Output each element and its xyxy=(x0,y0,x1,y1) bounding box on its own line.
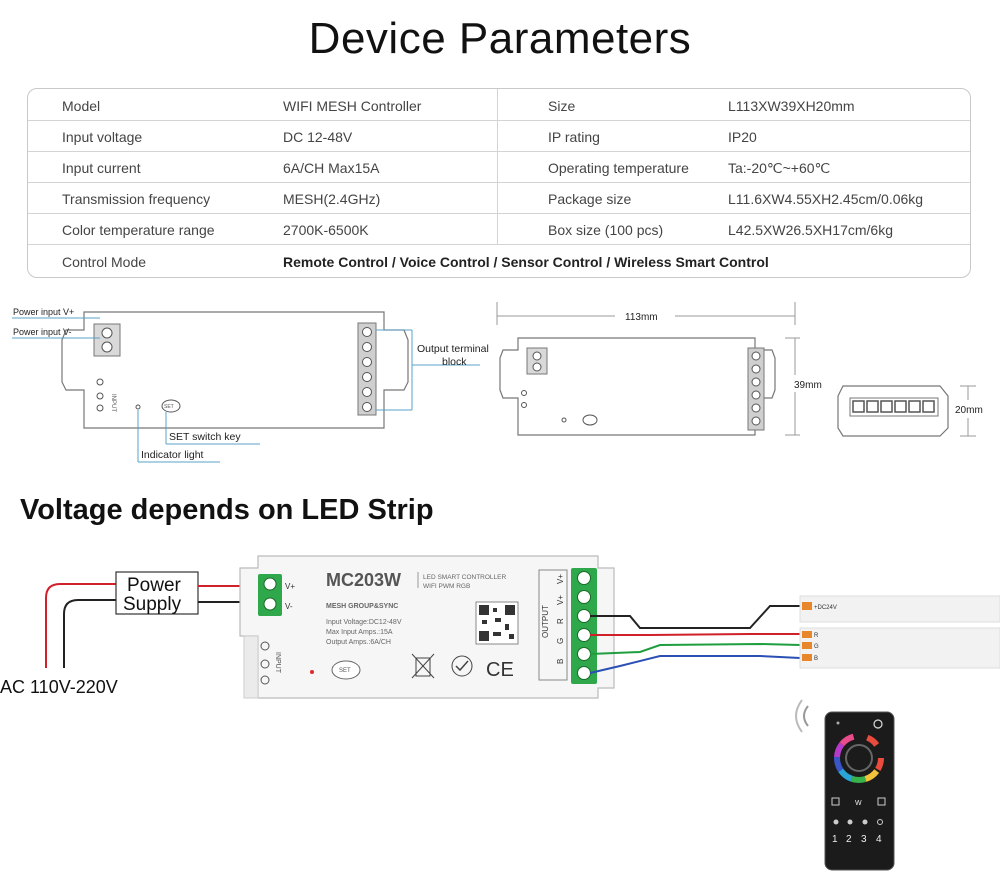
terminal-label: V+ xyxy=(556,574,565,584)
input-side-label: INPUT xyxy=(274,652,281,674)
spec-line-1: Input Voltage:DC12-48V xyxy=(326,619,402,626)
controller-device: V+ V- MC203W LED SMART CONTROLLER WIFI P… xyxy=(239,555,615,699)
product-line-1: LED SMART CONTROLLER xyxy=(423,574,507,581)
width-dimension: 39mm xyxy=(794,380,822,391)
ac-wire-red xyxy=(45,583,118,668)
remote-key-1: 1 xyxy=(832,834,838,845)
table-row: Input current 6A/CH Max15A Operating tem… xyxy=(28,151,970,183)
spec-label: Color temperature range xyxy=(62,222,215,238)
indicator-light-label: Indicator light xyxy=(141,449,204,461)
mesh-label: MESH GROUP&SYNC xyxy=(326,603,398,610)
spec-value: MESH(2.4GHz) xyxy=(283,191,381,207)
strip-r-label: R xyxy=(814,633,819,639)
power-supply-label-1: Power xyxy=(127,575,182,596)
table-row: Model WIFI MESH Controller Size L113XW39… xyxy=(28,89,970,121)
spec-value: L113XW39XH20mm xyxy=(728,98,855,114)
terminal-label: V+ xyxy=(556,595,565,605)
device-dimension-view: 113mm 39mm xyxy=(496,302,822,436)
ce-mark: CE xyxy=(486,659,514,681)
table-row: Input voltage DC 12-48V IP rating IP20 xyxy=(28,120,970,152)
spec-value: 6A/CH Max15A xyxy=(283,160,380,176)
remote-control: W 1 2 3 4 xyxy=(795,699,895,871)
spec-label: Transmission frequency xyxy=(62,191,211,207)
product-line-2: WIFI PWM RGB xyxy=(423,583,470,590)
vminus-label: V- xyxy=(285,602,293,611)
spec-label: Package size xyxy=(548,191,632,207)
table-divider xyxy=(497,89,498,245)
power-icon xyxy=(873,719,883,729)
table-row: Control Mode Remote Control / Voice Cont… xyxy=(28,245,970,276)
spec-label: Size xyxy=(548,98,576,114)
spec-value: IP20 xyxy=(728,129,757,145)
spec-label: Input current xyxy=(62,160,141,176)
output-label: OUTPUT xyxy=(541,605,550,638)
spec-line-3: Output Amps.:6A/CH xyxy=(326,639,391,646)
strip-dc-label: +DC24V xyxy=(814,605,837,611)
height-dimension: 20mm xyxy=(955,405,983,416)
spec-value: Remote Control / Voice Control / Sensor … xyxy=(283,254,769,270)
spec-value: L11.6XW4.55XH2.45cm/0.06kg xyxy=(728,191,924,207)
spec-value: DC 12-48V xyxy=(283,129,353,145)
set-label: SET xyxy=(164,404,174,410)
vplus-label: V+ xyxy=(285,582,295,591)
spec-label: Input voltage xyxy=(62,129,143,145)
set-button-label: SET xyxy=(339,668,351,674)
spec-label: Control Mode xyxy=(62,254,147,270)
spec-value: Ta:-20℃~+60℃ xyxy=(728,160,831,176)
spec-value: L42.5XW26.5XH17cm/6kg xyxy=(728,222,893,238)
table-row: Transmission frequency MESH(2.4GHz) Pack… xyxy=(28,182,970,214)
section-heading: Voltage depends on LED Strip xyxy=(20,494,434,526)
spec-value: WIFI MESH Controller xyxy=(283,98,422,114)
rohs-icon xyxy=(451,655,473,677)
spec-label: Model xyxy=(62,98,101,114)
spec-label: IP rating xyxy=(548,129,600,145)
power-input-vplus-label: Power input V+ xyxy=(13,307,74,317)
page-title: Device Parameters xyxy=(308,14,692,63)
spec-label: Box size (100 pcs) xyxy=(548,222,664,238)
device-side-view: 20mm xyxy=(837,385,983,437)
power-supply-label-2: Supply xyxy=(123,594,182,615)
power-supply-box xyxy=(115,571,199,615)
led-strip-bottom xyxy=(799,627,1000,669)
ac-wire-black xyxy=(63,599,118,668)
output-terminal-label: Output terminal xyxy=(417,343,489,355)
ac-label: AC 110V-220V xyxy=(0,677,118,697)
led-strip-top xyxy=(799,595,1000,623)
spec-table: Model WIFI MESH Controller Size L113XW39… xyxy=(27,88,971,278)
strip-b-label: B xyxy=(814,656,818,662)
color-wheel-icon xyxy=(834,733,884,783)
recycle-bin-icon xyxy=(411,653,435,679)
spec-value: 2700K-6500K xyxy=(283,222,369,238)
dimension-diagram: INPUT SET Power input V+ Power input V- … xyxy=(12,302,983,463)
input-label: INPUT xyxy=(110,394,116,412)
qr-code-icon xyxy=(475,601,519,645)
device-top-view: INPUT SET xyxy=(61,311,409,429)
terminal-label: G xyxy=(556,638,565,644)
model-label: MC203W xyxy=(326,570,401,590)
length-dimension: 113mm xyxy=(625,312,658,323)
output-terminal-label-2: block xyxy=(442,356,467,368)
table-row: Color temperature range 2700K-6500K Box … xyxy=(28,213,970,245)
strip-g-label: G xyxy=(814,644,819,650)
terminal-label: B xyxy=(556,659,565,664)
remote-key-2: 2 xyxy=(846,834,852,845)
remote-key-3: 3 xyxy=(861,834,867,845)
remote-key-4: 4 xyxy=(876,834,882,845)
terminal-label: R xyxy=(556,618,565,624)
indicator-led xyxy=(310,670,314,674)
set-switch-key-label: SET switch key xyxy=(169,431,241,443)
remote-w-label: W xyxy=(855,800,862,807)
power-input-vminus-label: Power input V- xyxy=(13,327,72,337)
wiring-diagram: AC 110V-220V Power Supply V+ V- MC203W L… xyxy=(0,555,1000,871)
spec-label: Operating temperature xyxy=(548,160,689,176)
spec-line-2: Max Input Amps.:15A xyxy=(326,629,393,636)
